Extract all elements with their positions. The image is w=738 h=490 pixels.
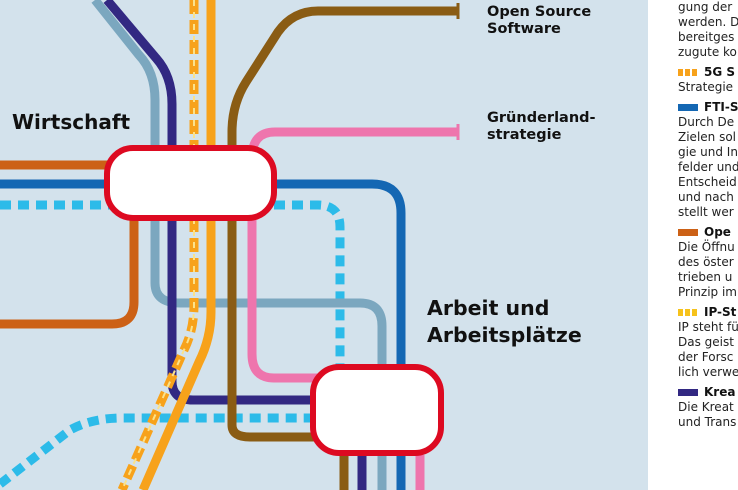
legend-swatch-icon [678, 229, 698, 236]
label-gruender-line2: strategie [487, 127, 562, 144]
label-open-source-software: Open Source Software [487, 4, 591, 39]
legend-swatch-icon [678, 309, 698, 316]
label-arbeit-line2: Arbeitsplätze [427, 322, 582, 347]
legend-item-text-line: trieben u [678, 270, 733, 284]
legend-item-title: 5G S [648, 65, 738, 80]
legend-item-text-line: Prinzip im [678, 285, 737, 299]
legend-item-text: Strategie [678, 80, 738, 95]
legend-swatch-icon [678, 69, 698, 76]
legend-item-text-line: lich verwe [678, 365, 738, 379]
legend-item-text-line: stellt wer [678, 205, 734, 219]
label-wirtschaft: Wirtschaft [12, 110, 131, 134]
line-pink [247, 127, 458, 490]
legend-intro: gung der werden. D bereitges zugute ko [678, 0, 738, 60]
line-sky-upper [0, 200, 345, 372]
line-rust-branch [0, 218, 139, 329]
label-gruenderlandstrategie: Gründerland- strategie [487, 110, 596, 145]
legend-item-title: Krea [648, 385, 738, 400]
legend-item-label: Ope [704, 225, 731, 239]
legend-intro-line: gung der [678, 0, 733, 14]
line-orange-b [138, 0, 216, 490]
legend-item-text-line: Strategie [678, 80, 734, 94]
legend-item-text-line: Zielen sol [678, 130, 737, 144]
legend-item-label: 5G S [704, 65, 736, 79]
legend-item-title: Ope [648, 225, 738, 240]
legend-item-text-line: felder und [678, 160, 738, 174]
legend-panel: gung der werden. D bereitges zugute ko 5… [648, 0, 738, 490]
label-arbeit-und-arbeitsplaetze: Arbeit und Arbeitsplätze [427, 295, 582, 348]
legend-item-text-line: Durch De [678, 115, 735, 129]
label-arbeit-line1: Arbeit und [427, 296, 550, 320]
station-arbeit [310, 364, 444, 456]
line-brown [227, 6, 458, 490]
legend-item-label: Krea [704, 385, 736, 399]
line-yellow-core [121, 0, 195, 490]
legend-item-text-line: Die Öffnu [678, 240, 735, 254]
line-sky-lower [0, 413, 318, 488]
legend-item-text-line: und nach [678, 190, 734, 204]
station-wirtschaft [104, 145, 277, 221]
line-grayblue [91, 0, 387, 490]
legend-swatch-icon [678, 104, 698, 111]
legend-intro-line: bereitges [678, 30, 735, 44]
legend-item-label: IP-St [704, 305, 737, 319]
legend-item-title: IP-St [648, 305, 738, 320]
legend-intro-line: werden. D [678, 15, 738, 29]
legend-swatch-icon [678, 389, 698, 396]
label-open-source-line2: Software [487, 21, 561, 38]
legend-item-label: FTI-S [704, 100, 738, 114]
legend-item-text-line: Das geist [678, 335, 734, 349]
legend-intro-line: zugute ko [678, 45, 737, 59]
transit-map [0, 0, 648, 490]
label-open-source-line1: Open Source [487, 4, 592, 20]
legend-item-text-line: Entscheid [678, 175, 737, 189]
legend-item-text-line: des öster [678, 255, 734, 269]
legend-item-text-line: IP steht fü [678, 320, 738, 334]
legend-item-text-line: der Forsc [678, 350, 734, 364]
line-blue [0, 179, 406, 490]
legend-item-text-line: gie und In [678, 145, 738, 159]
label-gruender-line1: Gründerland- [487, 110, 596, 126]
legend-item-title: FTI-S [648, 100, 738, 115]
legend-item-text-line: und Trans [678, 415, 737, 429]
legend-item-text-line: Die Kreat [678, 400, 734, 414]
